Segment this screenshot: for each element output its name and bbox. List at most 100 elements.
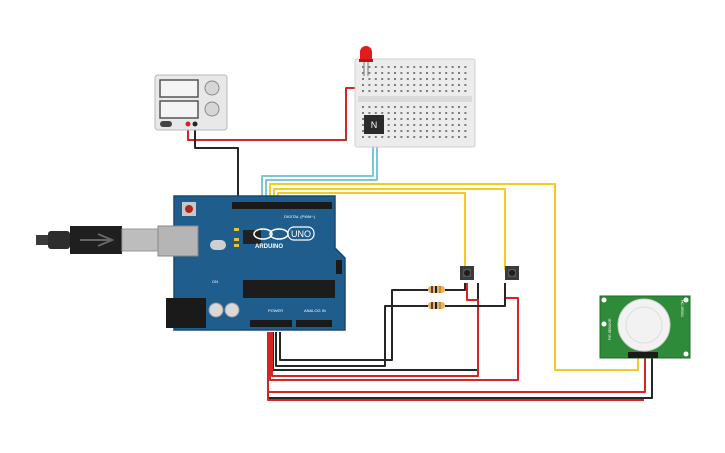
breadboard-hole[interactable] (368, 90, 371, 92)
breadboard-hole[interactable] (426, 84, 428, 86)
breadboard-hole[interactable] (464, 106, 467, 108)
breadboard-hole[interactable] (438, 118, 441, 120)
breadboard-hole[interactable] (451, 130, 454, 132)
breadboard-hole[interactable] (394, 136, 396, 138)
breadboard-hole[interactable] (381, 66, 384, 68)
wire-pir-signal[interactable] (269, 183, 639, 371)
breadboard-hole[interactable] (394, 72, 396, 74)
breadboard-hole[interactable] (400, 124, 403, 126)
breadboard-hole[interactable] (438, 136, 441, 138)
breadboard-hole[interactable] (451, 84, 454, 86)
breadboard-hole[interactable] (445, 118, 448, 120)
breadboard-hole[interactable] (368, 106, 371, 108)
breadboard-hole[interactable] (432, 136, 435, 138)
breadboard-hole[interactable] (362, 118, 364, 120)
breadboard-hole[interactable] (445, 130, 448, 132)
breadboard-hole[interactable] (381, 84, 384, 86)
breadboard-hole[interactable] (451, 118, 454, 120)
breadboard-hole[interactable] (400, 112, 403, 114)
breadboard-hole[interactable] (438, 66, 441, 68)
resistor-icon[interactable] (428, 302, 445, 309)
breadboard-hole[interactable] (362, 136, 364, 138)
breadboard-hole[interactable] (413, 66, 416, 68)
breadboard-hole[interactable] (445, 112, 448, 114)
breadboard-hole[interactable] (458, 118, 460, 120)
breadboard-hole[interactable] (464, 118, 467, 120)
breadboard-hole[interactable] (387, 112, 390, 114)
breadboard-hole[interactable] (381, 90, 384, 92)
breadboard-hole[interactable] (432, 72, 435, 74)
breadboard-hole[interactable] (458, 72, 460, 74)
breadboard-hole[interactable] (387, 90, 390, 92)
breadboard-hole[interactable] (374, 106, 377, 108)
breadboard-hole[interactable] (419, 130, 422, 132)
breadboard-hole[interactable] (419, 106, 422, 108)
breadboard-hole[interactable] (406, 136, 409, 138)
breadboard-hole[interactable] (445, 78, 448, 80)
breadboard-hole[interactable] (362, 90, 364, 92)
breadboard-hole[interactable] (381, 106, 384, 108)
wire-resistor-2-gnd[interactable] (275, 305, 428, 367)
breadboard-hole[interactable] (426, 78, 428, 80)
breadboard-hole[interactable] (374, 72, 377, 74)
breadboard-hole[interactable] (426, 72, 428, 74)
breadboard-hole[interactable] (438, 78, 441, 80)
breadboard-hole[interactable] (419, 66, 422, 68)
breadboard-hole[interactable] (400, 84, 403, 86)
breadboard-hole[interactable] (419, 72, 422, 74)
breadboard-hole[interactable] (438, 124, 441, 126)
wire-resistor-1-gnd[interactable] (279, 289, 428, 361)
breadboard-hole[interactable] (413, 90, 416, 92)
breadboard-hole[interactable] (451, 90, 454, 92)
terminal-positive[interactable] (185, 121, 191, 127)
breadboard-hole[interactable] (445, 124, 448, 126)
red-led-icon[interactable] (359, 46, 373, 76)
breadboard-hole[interactable] (362, 66, 364, 68)
breadboard-hole[interactable] (374, 66, 377, 68)
breadboard-hole[interactable] (432, 124, 435, 126)
power-switch[interactable] (160, 121, 172, 127)
breadboard-hole[interactable] (445, 66, 448, 68)
breadboard-hole[interactable] (400, 90, 403, 92)
breadboard-hole[interactable] (394, 78, 396, 80)
breadboard[interactable] (354, 58, 476, 148)
breadboard-hole[interactable] (458, 84, 460, 86)
wire-supply-negative[interactable] (194, 126, 239, 203)
breadboard-hole[interactable] (426, 130, 428, 132)
breadboard-hole[interactable] (413, 106, 416, 108)
breadboard-hole[interactable] (413, 112, 416, 114)
breadboard-hole[interactable] (374, 78, 377, 80)
breadboard-hole[interactable] (413, 72, 416, 74)
breadboard-hole[interactable] (458, 136, 460, 138)
breadboard-hole[interactable] (413, 136, 416, 138)
breadboard-hole[interactable] (438, 106, 441, 108)
breadboard-hole[interactable] (400, 106, 403, 108)
breadboard-hole[interactable] (400, 78, 403, 80)
breadboard-hole[interactable] (464, 90, 467, 92)
breadboard-hole[interactable] (438, 72, 441, 74)
breadboard-hole[interactable] (362, 130, 364, 132)
power-header[interactable] (250, 320, 292, 327)
breadboard-hole[interactable] (445, 84, 448, 86)
digital-header[interactable] (232, 202, 332, 209)
breadboard-hole[interactable] (387, 136, 390, 138)
breadboard-hole[interactable] (426, 90, 428, 92)
breadboard-hole[interactable] (374, 112, 377, 114)
breadboard-hole[interactable] (426, 124, 428, 126)
breadboard-hole[interactable] (394, 106, 396, 108)
breadboard-hole[interactable] (419, 136, 422, 138)
analog-header[interactable] (296, 320, 332, 327)
breadboard-hole[interactable] (374, 84, 377, 86)
breadboard-hole[interactable] (451, 72, 454, 74)
breadboard-hole[interactable] (464, 84, 467, 86)
breadboard-hole[interactable] (464, 136, 467, 138)
breadboard-hole[interactable] (451, 136, 454, 138)
breadboard-hole[interactable] (432, 78, 435, 80)
voltage-knob[interactable] (204, 80, 220, 96)
breadboard-hole[interactable] (362, 112, 364, 114)
breadboard-hole[interactable] (387, 130, 390, 132)
breadboard-hole[interactable] (400, 72, 403, 74)
breadboard-hole[interactable] (432, 84, 435, 86)
breadboard-hole[interactable] (426, 118, 428, 120)
breadboard-hole[interactable] (400, 118, 403, 120)
